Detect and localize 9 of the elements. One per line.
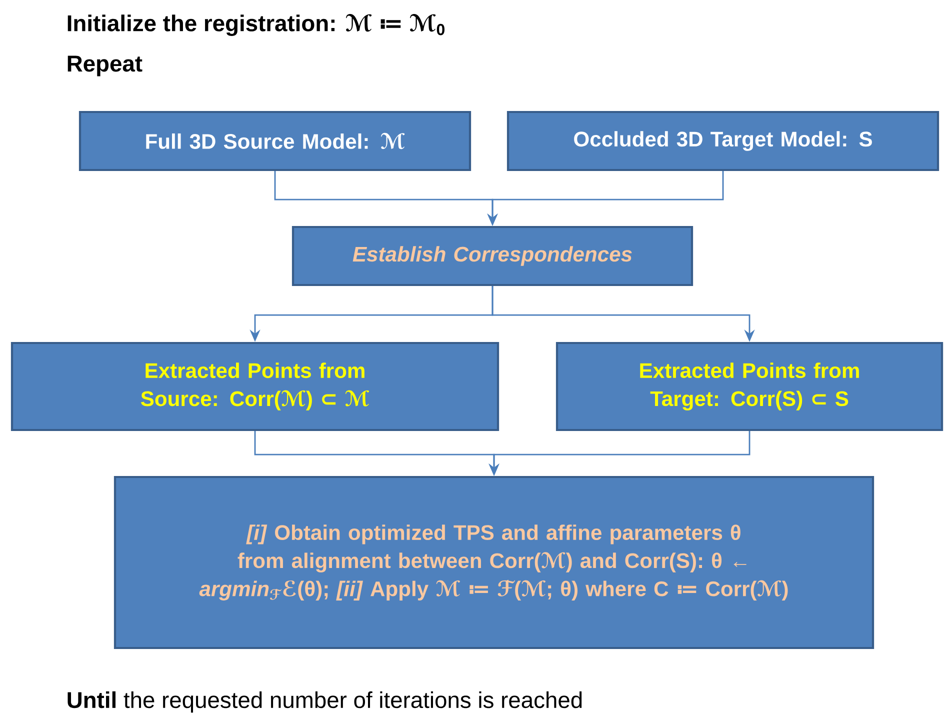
text-line: Initialize the registration: ℳ ≔ ℳ$_{0}$ <box>68 14 444 36</box>
process-box: Extracted Points from Source: Corr(ℳ) ⊂ ℳ <box>10 342 500 432</box>
process-box: Extracted Points from Target: Corr(S) ⊂ S <box>556 342 944 432</box>
process-box: [i] Obtain optimized TPS and affine parameters θ from alignment between Corr(ℳ) and Corr(S): θ ← argmin$_{ℱ}$ℰ(θ); [ii] Apply ℳ ≔ ℱ(ℳ; θ) where C ≔ Corr(ℳ) <box>114 476 874 650</box>
text-line: Until the requested number of iterations is reached <box>68 691 582 713</box>
process-box: Establish Correspondences <box>292 226 694 286</box>
process-box: Full 3D Source Model: ℳ <box>78 110 472 172</box>
process-box: Occluded 3D Target Model: S <box>506 110 940 172</box>
text-line: Repeat <box>68 56 142 76</box>
